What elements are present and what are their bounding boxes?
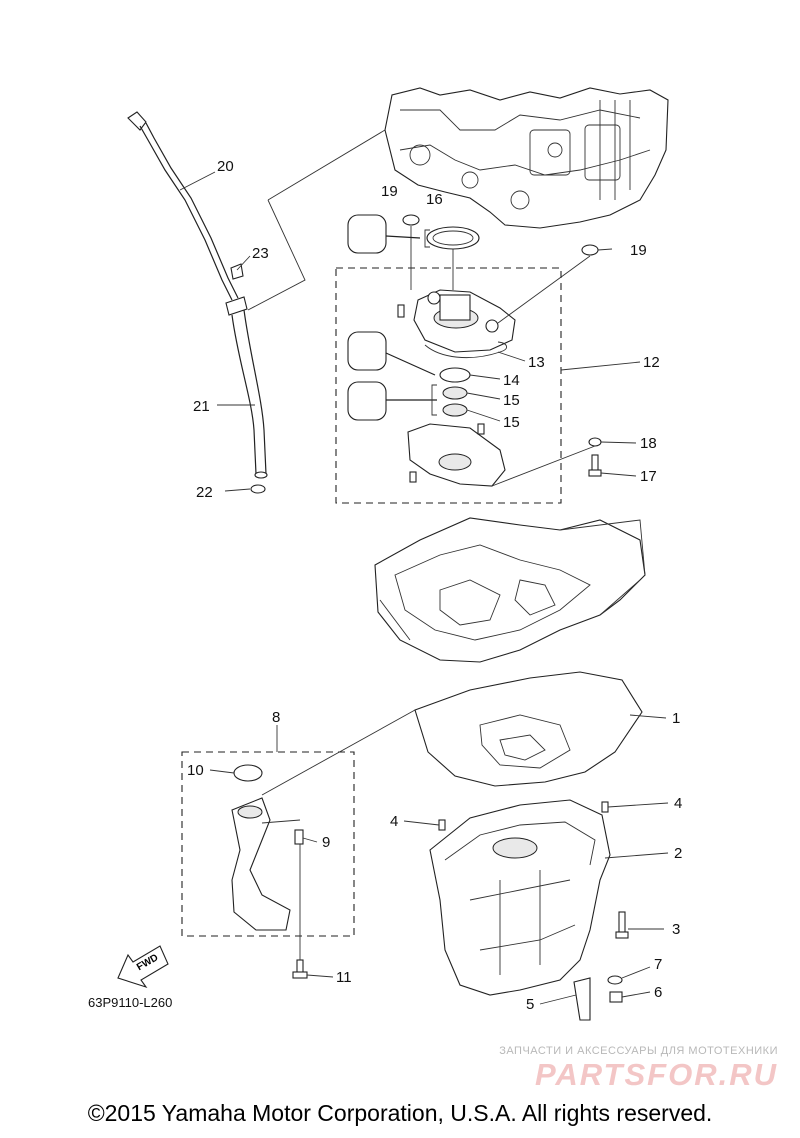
- callout-2: 2: [674, 845, 682, 862]
- callout-15-a: 15: [503, 392, 520, 409]
- callout-4-left: 4: [390, 813, 398, 830]
- oil-pan: [429, 799, 629, 1021]
- exhaust-guide: [374, 517, 646, 663]
- callout-9: 9: [322, 834, 330, 851]
- callout-15-b: 15: [503, 414, 520, 431]
- fwd-arrow-icon: FWD: [117, 945, 169, 989]
- callout-7: 7: [654, 956, 662, 973]
- callout-6: 6: [654, 984, 662, 1001]
- callout-11: 11: [336, 969, 352, 986]
- callout-19-right: 19: [630, 242, 647, 259]
- callout-20: 20: [217, 158, 234, 175]
- watermark-brand: PARTSFOR.RU: [534, 1057, 778, 1092]
- callout-5: 5: [526, 996, 534, 1013]
- callout-21: 21: [193, 398, 210, 415]
- callout-13: 13: [528, 354, 545, 371]
- callout-19-top: 19: [381, 183, 398, 200]
- oil-strainer-group: [181, 709, 416, 979]
- callout-17: 17: [640, 468, 657, 485]
- callout-8: 8: [272, 709, 280, 726]
- exploded-parts-diagram: FWD 63P9110-L260 20 23 21 22 19 1: [88, 87, 682, 1021]
- dipstick-assembly: [127, 111, 386, 494]
- callout-3: 3: [672, 921, 680, 938]
- copyright-notice: ©2015 Yamaha Motor Corporation, U.S.A. A…: [87, 1100, 713, 1126]
- callout-4-right: 4: [674, 795, 682, 812]
- callout-leaders: [179, 171, 669, 1005]
- callout-12: 12: [643, 354, 660, 371]
- watermark-subtitle: ЗАПЧАСТИ И АКСЕССУАРЫ ДЛЯ МОТОТЕХНИКИ: [499, 1045, 778, 1057]
- gasket: [414, 671, 643, 787]
- callout-10: 10: [187, 762, 204, 779]
- callout-22: 22: [196, 484, 213, 501]
- callout-16: 16: [426, 191, 443, 208]
- callout-14: 14: [503, 372, 520, 389]
- callout-1: 1: [672, 710, 680, 727]
- callout-23: 23: [252, 245, 269, 262]
- drawing-code: 63P9110-L260: [88, 995, 172, 1010]
- oil-strainer-housing-group: [335, 214, 602, 504]
- callout-18: 18: [640, 435, 657, 452]
- watermark: ЗАПЧАСТИ И АКСЕССУАРЫ ДЛЯ МОТОТЕХНИКИ PA…: [0, 1041, 800, 1092]
- callout-numbers: 20 23 21 22 19 16 19 12 13 14 15 15 18 1…: [187, 158, 682, 1013]
- engine-block: [384, 87, 669, 229]
